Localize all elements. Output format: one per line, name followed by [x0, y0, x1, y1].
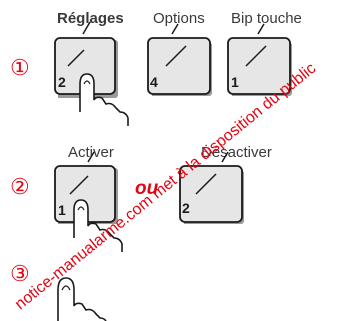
key-number-reglages: 2 — [58, 74, 66, 90]
step-1-number: ① — [10, 55, 30, 80]
label-reglages: Réglages — [57, 10, 124, 27]
keypad-button-icon — [54, 21, 118, 98]
key-number-bip-touche: 1 — [231, 74, 239, 90]
pointing-finger-icon — [73, 199, 123, 252]
label-desactiver: Désactiver — [201, 144, 272, 161]
label-options: Options — [153, 10, 205, 27]
key-number-activer: 1 — [58, 202, 66, 218]
label-activer: Activer — [68, 144, 114, 161]
keypad-button-icon — [54, 151, 118, 224]
keypad-button-icon — [227, 23, 292, 96]
step-3-number: ③ — [10, 261, 30, 286]
label-bip-touche: Bip touche — [231, 10, 302, 27]
pointing-finger-icon — [79, 73, 129, 126]
key-number-desactiver: 2 — [182, 200, 190, 216]
step-2-number: ② — [10, 174, 30, 199]
pointing-finger-icon — [57, 277, 107, 321]
or-label: ou — [135, 178, 159, 199]
keypad-button-icon — [179, 151, 244, 224]
keypad-button-icon — [147, 23, 212, 96]
key-number-options: 4 — [150, 74, 158, 90]
